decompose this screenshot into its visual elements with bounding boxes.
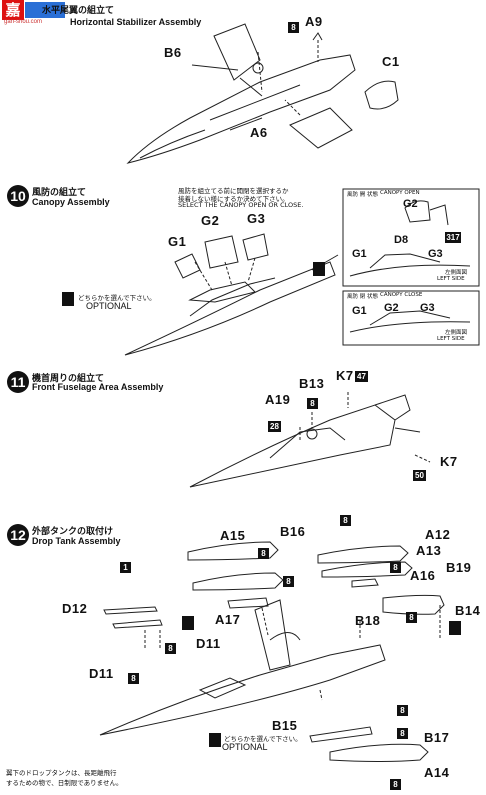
open-label-d8: D8: [394, 234, 409, 246]
part-qty-box: 8: [390, 562, 401, 573]
part-qty-box: 8: [340, 515, 351, 526]
open-part-number: 317: [445, 232, 461, 243]
open-side-en: LEFT SIDE: [437, 276, 465, 282]
close-side-jp: 左側面図: [445, 330, 468, 336]
step10-optional-jp: どちらかを選んで下さい。: [78, 294, 156, 302]
optional-marker-icon: [182, 616, 194, 630]
step11-title-en: Front Fuselage Area Assembly: [32, 382, 164, 392]
step-number-10: 10: [7, 185, 29, 207]
part-number-47: 47: [355, 371, 368, 382]
part-label-b6: B6: [164, 45, 182, 60]
part-label-a14: A14: [424, 765, 450, 780]
part-qty-box: 8: [397, 728, 408, 739]
canopy-close-header-jp: 風防 閉 状態: [347, 294, 378, 300]
step12-footnote-1: 翼下のドロップタンクは、長距離飛行: [6, 769, 117, 777]
step9-title-jp: 水平尾翼の組立て: [42, 6, 115, 16]
open-label-g1: G1: [352, 248, 367, 260]
part-label-a9: A9: [305, 14, 323, 29]
part-label-a17: A17: [215, 612, 241, 627]
canopy-open-header-en: CANOPY OPEN: [380, 190, 420, 196]
part-label-g2: G2: [201, 213, 220, 228]
step12-optional-jp: どちらかを選んで下さい。: [224, 735, 302, 743]
optional-marker-icon: [209, 733, 221, 747]
canopy-open-header-jp: 風防 開 状態: [347, 192, 378, 198]
part-label-d11: D11: [196, 636, 221, 651]
part-label-g1: G1: [168, 234, 187, 249]
step-number-12: 12: [7, 524, 29, 546]
part-label-b15: B15: [272, 718, 298, 733]
canopy-close-header-en: CANOPY CLOSE: [380, 292, 423, 298]
watermark-brand: 嘉: [2, 0, 24, 20]
part-label-b13: B13: [299, 376, 325, 391]
part-qty-box: 8: [165, 643, 176, 654]
part-label-b19: B19: [446, 560, 472, 575]
step10-optional-en: OPTIONAL: [86, 301, 132, 311]
part-label-a15: A15: [220, 528, 246, 543]
watermark-brand-block: [25, 2, 65, 18]
part-label-a12: A12: [425, 527, 451, 542]
step12-title-en: Drop Tank Assembly: [32, 536, 121, 546]
part-label-b16: B16: [280, 524, 306, 539]
step10-note-en: SELECT THE CANOPY OPEN OR CLOSE.: [178, 201, 304, 209]
part-number-28: 28: [268, 421, 281, 432]
part-label-a13: A13: [416, 543, 442, 558]
step12-footnote-2: するための物で、日制限でありません。: [6, 779, 123, 787]
step11-title-jp: 機首周りの組立て: [32, 374, 105, 384]
part-label-d11-left: D11: [89, 666, 114, 681]
part-label-g3: G3: [247, 211, 266, 226]
step10-title-jp: 風防の組立て: [32, 188, 87, 198]
part-qty-box: 8: [406, 612, 417, 623]
step10-note-jp1: 風防を組立てる前に開閉を選択するか: [178, 187, 289, 195]
open-side-jp: 左側面図: [445, 270, 468, 276]
close-label-g2: G2: [384, 302, 399, 314]
optional-marker-icon: [62, 292, 74, 306]
part-qty-box: 8: [288, 22, 299, 33]
optional-marker-icon: [449, 621, 461, 635]
part-qty-box: 8: [390, 779, 401, 790]
open-label-g3: G3: [428, 248, 443, 260]
part-label-a16: A16: [410, 568, 436, 583]
step12-title-jp: 外部タンクの取付け: [32, 527, 114, 537]
open-label-g2: G2: [403, 198, 418, 210]
watermark-logo: 嘉 gan-shou.com: [0, 0, 70, 26]
step10-title-en: Canopy Assembly: [32, 197, 110, 207]
step10-note-jp2: 接着しない様にするか決めて下さい。: [178, 195, 289, 203]
step9-title-en: Horizontal Stabilizer Assembly: [70, 17, 202, 27]
part-label-b14: B14: [455, 603, 481, 618]
close-label-g1: G1: [352, 305, 367, 317]
part-label-b18: B18: [355, 613, 381, 628]
close-label-g3: G3: [420, 302, 435, 314]
part-label-d12: D12: [62, 601, 88, 616]
part-qty-box: 8: [128, 673, 139, 684]
part-label-a19: A19: [265, 392, 291, 407]
part-label-k7: K7: [336, 368, 354, 383]
part-label-k7-lower: K7: [440, 454, 458, 469]
part-qty-box: 8: [397, 705, 408, 716]
part-label-c1: C1: [382, 54, 400, 69]
close-side-en: LEFT SIDE: [437, 336, 465, 342]
step-number-11: 11: [7, 371, 29, 393]
step12-optional-en: OPTIONAL: [222, 742, 268, 752]
watermark-url: gan-shou.com: [4, 19, 43, 25]
part-qty-box: 8: [258, 548, 269, 559]
part-qty-box: 8: [283, 576, 294, 587]
part-label-a6: A6: [250, 125, 268, 140]
part-qty-box-1: 1: [120, 562, 131, 573]
optional-marker-icon: [313, 262, 325, 276]
part-qty-box: 8: [307, 398, 318, 409]
part-label-b17: B17: [424, 730, 450, 745]
part-number-50: 50: [413, 470, 426, 481]
